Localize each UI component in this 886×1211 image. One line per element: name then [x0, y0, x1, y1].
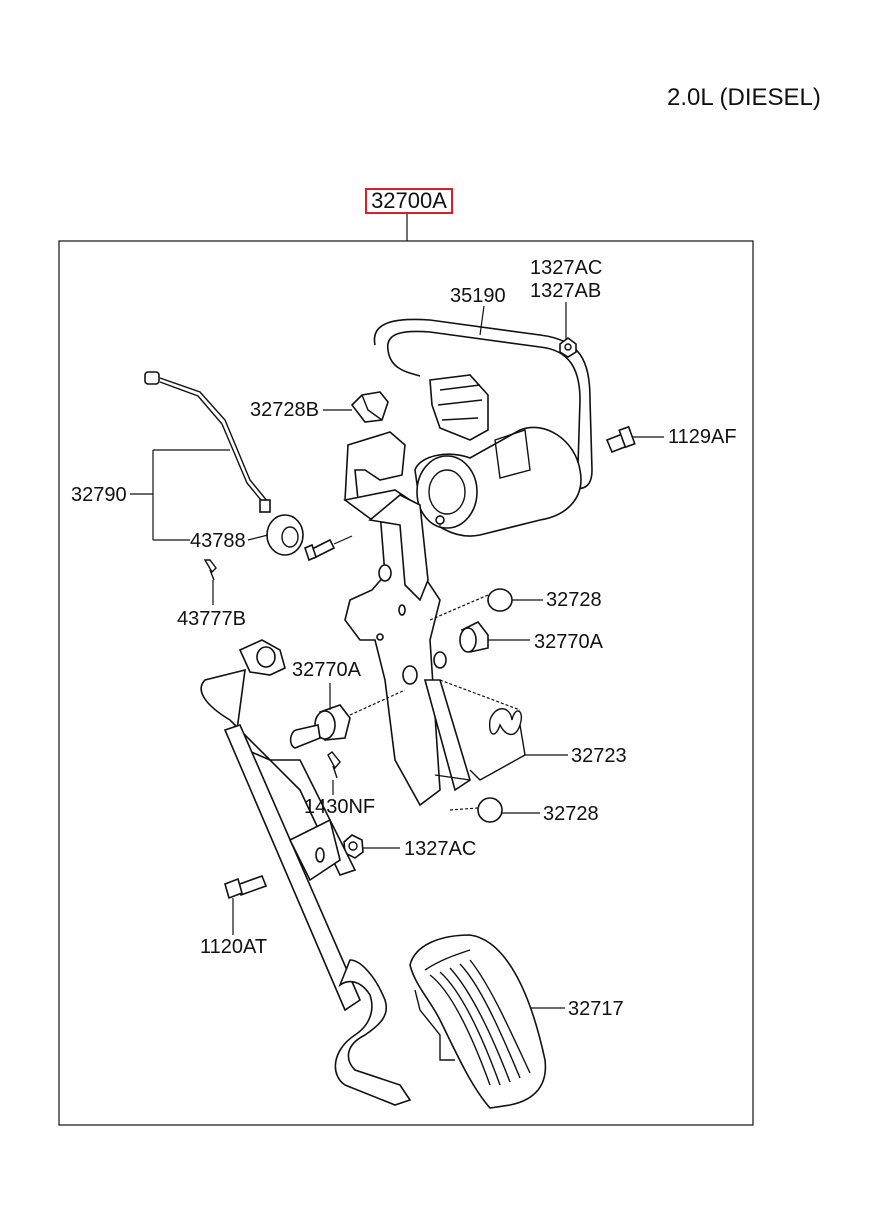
- callout-bolt-lower[interactable]: 1120AT: [200, 936, 268, 958]
- assembly-code-box[interactable]: 32700A: [365, 188, 453, 214]
- assembly-frame: [58, 240, 754, 1126]
- bushing-left-drawing: [314, 689, 406, 741]
- pin-lower-drawing: [327, 751, 341, 779]
- callout-clip[interactable]: 32728B: [250, 399, 319, 421]
- callout-grommet[interactable]: 43788: [190, 530, 246, 552]
- stopper-lower-drawing: [449, 797, 503, 823]
- callout-stopper-upper[interactable]: 32728: [546, 589, 602, 611]
- engine-spec-label: 2.0L (DIESEL): [667, 84, 821, 111]
- callout-bushing-right[interactable]: 32770A: [534, 631, 603, 653]
- pedal-pad-drawing: [409, 934, 547, 1109]
- callout-stopper-lower[interactable]: 32728: [543, 803, 599, 825]
- callout-bushing-left[interactable]: 32770A: [292, 659, 361, 681]
- leader-lines: [130, 302, 664, 1009]
- callout-pedal-pad[interactable]: 32717: [568, 998, 624, 1020]
- bushing-right-drawing: [459, 620, 489, 653]
- callout-pin-left[interactable]: 43777B: [177, 608, 246, 630]
- pedal-bracket-drawing: [343, 431, 471, 807]
- switch-cable-drawing: [144, 371, 304, 556]
- top-nut-drawing: [559, 337, 577, 358]
- callout-spring[interactable]: 32723: [571, 745, 627, 767]
- bracket-bolt-drawing: [304, 535, 353, 562]
- sensor-body-drawing: [414, 426, 582, 537]
- pedal-arm-drawing: [200, 639, 412, 1106]
- stopper-upper-drawing: [429, 588, 513, 621]
- callout-bolt-upper[interactable]: 1129AF: [668, 426, 737, 448]
- callout-nut-lower[interactable]: 1327AC: [404, 838, 477, 860]
- callout-sensor-harness[interactable]: 35190: [450, 285, 506, 307]
- callout-nut-b[interactable]: 1327AB: [530, 280, 602, 302]
- pin-left-drawing: [203, 559, 217, 581]
- callout-pin-lower[interactable]: 1430NF: [304, 796, 376, 818]
- clip-drawing: [350, 391, 389, 423]
- spring-drawing: [434, 708, 526, 781]
- callout-switch-assy[interactable]: 32790: [71, 484, 127, 506]
- sensor-harness-drawing: [373, 318, 593, 490]
- bolt-upper-drawing: [605, 425, 636, 454]
- callout-nut-a[interactable]: 1327AC: [530, 257, 603, 279]
- bolt-lower-drawing: [224, 874, 268, 900]
